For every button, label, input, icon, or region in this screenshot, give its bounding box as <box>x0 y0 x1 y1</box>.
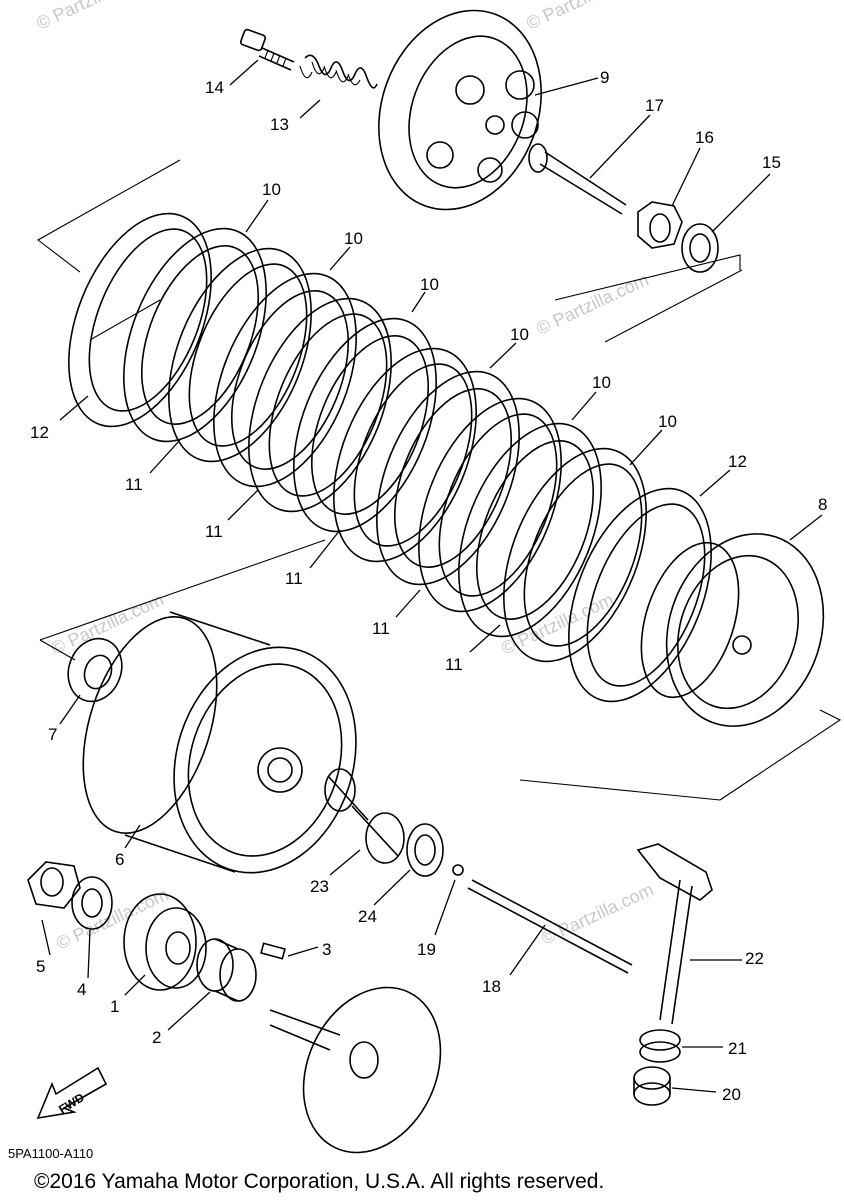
nut-5 <box>27 861 81 909</box>
friction-plate-10 <box>248 297 392 513</box>
callout-10: 10 <box>658 412 677 431</box>
oil-seal-21 <box>639 1029 681 1063</box>
collar-2 <box>196 938 257 1002</box>
friction-plate-10 <box>168 247 312 463</box>
clutch-plate-11 <box>213 272 357 488</box>
watermark: © Partzilla.com <box>523 0 641 34</box>
callout-17: 17 <box>645 96 664 115</box>
clutch-plate-11 <box>293 317 437 533</box>
callout-11: 11 <box>372 619 390 638</box>
callout-10: 10 <box>592 373 611 392</box>
callout-12: 12 <box>728 452 747 471</box>
friction-plate-12 <box>568 487 712 703</box>
callout-7: 7 <box>48 725 57 744</box>
callout-16: 16 <box>695 128 714 147</box>
callout-labels: 14 13 9 17 16 15 10 10 10 10 10 10 12 12… <box>30 68 827 1104</box>
callout-10: 10 <box>344 229 363 248</box>
callout-5: 5 <box>36 957 45 976</box>
callout-2: 2 <box>152 1028 161 1047</box>
copyright-notice: ©2016 Yamaha Motor Corporation, U.S.A. A… <box>34 1170 604 1193</box>
callout-10: 10 <box>420 275 439 294</box>
watermark: © Partzilla.com <box>538 879 656 948</box>
watermark: © Partzilla.com <box>48 589 166 658</box>
callout-6: 6 <box>115 850 124 869</box>
bolt-14 <box>239 28 295 71</box>
friction-plate-12 <box>68 212 212 428</box>
nut-16 <box>637 201 683 249</box>
callout-1: 1 <box>110 997 119 1016</box>
push-rod-18 <box>467 879 633 974</box>
callout-4: 4 <box>77 980 86 999</box>
push-rod-17 <box>528 143 627 215</box>
friction-plate-10 <box>503 447 647 663</box>
callout-10: 10 <box>262 180 281 199</box>
callout-22: 22 <box>745 949 764 968</box>
spacer-23 <box>324 768 405 864</box>
group-frame-plates <box>37 159 743 343</box>
clutch-plate-11 <box>458 422 602 638</box>
callout-24: 24 <box>358 907 377 926</box>
plate-stack <box>68 212 712 703</box>
diagram-code: 5PA1100-A110 <box>8 1146 93 1161</box>
washer-15 <box>681 223 719 273</box>
primary-drive-gear-1 <box>123 893 207 991</box>
callout-23: 23 <box>310 877 329 896</box>
spring-13 <box>299 54 378 89</box>
callout-14: 14 <box>205 78 224 97</box>
push-lever-axle-22 <box>636 843 713 1025</box>
pressure-plate-9 <box>378 9 542 211</box>
callout-18: 18 <box>482 977 501 996</box>
watermark: © Partzilla.com <box>33 0 151 34</box>
group-frame-clutch <box>39 539 842 801</box>
crank-balancer <box>269 986 442 1154</box>
bearing-20 <box>633 1066 671 1106</box>
callout-15: 15 <box>762 153 781 172</box>
key-3 <box>260 942 286 960</box>
callout-11: 11 <box>285 569 303 588</box>
callout-21: 21 <box>728 1039 747 1058</box>
callout-11: 11 <box>205 522 223 541</box>
fwd-arrow-icon: FWD <box>36 1066 108 1120</box>
washer-4 <box>71 876 113 930</box>
clutch-plate-11 <box>376 370 520 586</box>
clutch-boss-8 <box>640 533 825 727</box>
callout-3: 3 <box>322 940 331 959</box>
callout-12: 12 <box>30 423 49 442</box>
leader-lines <box>41 59 823 1093</box>
callout-20: 20 <box>722 1085 741 1104</box>
callout-8: 8 <box>818 495 827 514</box>
ball-19 <box>452 864 464 876</box>
callout-11: 11 <box>125 475 143 494</box>
washer-24 <box>406 823 444 877</box>
callout-9: 9 <box>600 68 609 87</box>
callout-19: 19 <box>417 940 436 959</box>
thrust-washer-7 <box>67 637 123 703</box>
callout-13: 13 <box>270 115 289 134</box>
friction-plate-10 <box>418 397 562 613</box>
primary-driven-gear-6 <box>82 611 357 874</box>
watermark: © Partzilla.com <box>533 269 651 338</box>
friction-plate-10 <box>333 347 477 563</box>
callout-11: 11 <box>445 655 463 674</box>
callout-10: 10 <box>510 325 529 344</box>
